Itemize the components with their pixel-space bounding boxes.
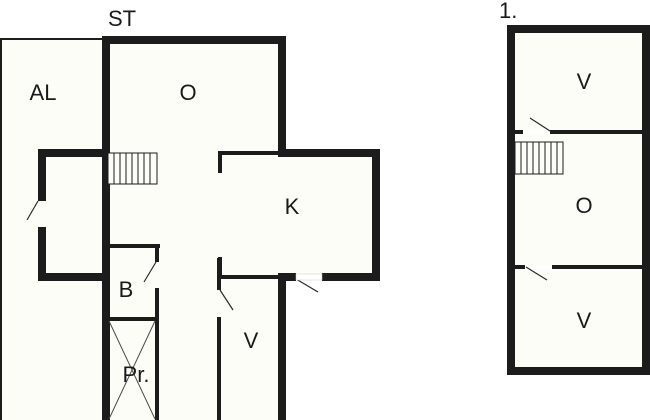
door-swings	[26, 200, 319, 311]
upper-exterior-walls	[507, 25, 650, 375]
room-label-k: K	[284, 194, 300, 219]
b-door-icon	[143, 261, 157, 283]
ground-floor-label: ST	[108, 6, 137, 31]
annex-door-icon	[26, 200, 39, 221]
upper-floor-fill	[512, 30, 646, 370]
ground-floor-plan	[0, 36, 380, 420]
room-label-upper-v-bottom: V	[576, 308, 592, 333]
upper-interior-walls	[513, 130, 644, 269]
room-label-upper-o: O	[575, 193, 593, 218]
pantry-cross-icon	[108, 320, 156, 420]
upper-stairs-icon	[514, 141, 564, 175]
room-label-upper-v-top: V	[576, 69, 592, 94]
upper-door-swings	[525, 117, 551, 281]
stairs-icon	[107, 152, 158, 185]
interior-walls	[106, 151, 280, 420]
room-label-b: B	[118, 277, 134, 302]
ground-floor-fill	[105, 39, 376, 420]
room-label-al: AL	[29, 80, 57, 105]
upper-floor-plan	[507, 25, 650, 375]
v-door-icon	[219, 289, 234, 311]
annex-fill	[42, 153, 105, 278]
room-label-v: V	[243, 328, 259, 353]
k-door-icon	[295, 278, 319, 293]
upper-v-bottom-door-icon	[525, 266, 548, 281]
upper-floor-label: 1.	[499, 0, 518, 23]
exterior-walls	[38, 36, 380, 420]
upper-v-top-door-icon	[529, 117, 551, 132]
room-label-pr: Pr.	[122, 362, 150, 387]
room-label-o: O	[179, 80, 197, 105]
